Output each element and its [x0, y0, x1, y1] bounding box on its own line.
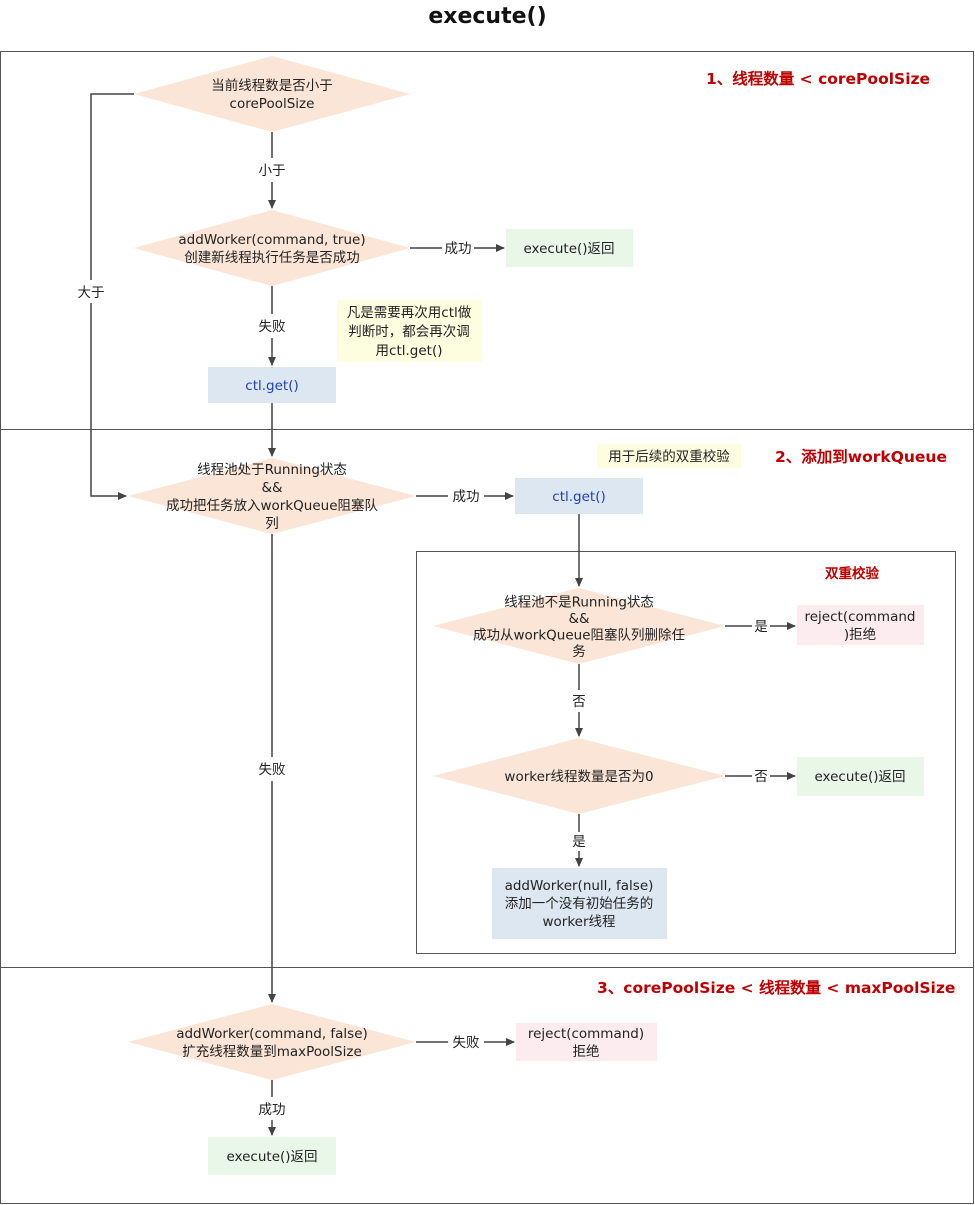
edge-label-greater: 大于: [78, 285, 105, 301]
node-text-r1: execute()返回: [523, 241, 614, 257]
ctl-get-box-1: [208, 367, 336, 403]
node-line: reject(command): [528, 1026, 644, 1042]
node-line: 创建新线程执行任务是否成功: [184, 250, 360, 266]
node-line: addWorker(command, true): [178, 232, 365, 248]
node-line: 成功从workQueue阻塞队列删除任: [473, 626, 685, 643]
node-line: execute()返回: [523, 241, 614, 257]
decision-add-worker-core: [134, 210, 410, 286]
node-line: ctl.get(): [552, 489, 605, 505]
section-3-title: 3、corePoolSize < 线程数量 < maxPoolSize: [597, 978, 955, 997]
node-line: 线程池处于Running状态: [197, 462, 347, 478]
reject-box-1: [797, 605, 924, 645]
edge-label-fail-2: 失败: [259, 762, 286, 778]
edge-label-fail-3: 失败: [453, 1035, 480, 1051]
decision-worker-count-zero: [433, 738, 725, 814]
decision-thread-count-less-than-core: [134, 56, 410, 132]
node-text-rej2: reject(command) 拒绝: [528, 1026, 644, 1060]
section-3-frame: [0, 967, 974, 1204]
node-line: 线程池不是Running状态: [504, 594, 654, 610]
edge-label-yes-2: 是: [572, 834, 586, 850]
node-line: 务: [572, 644, 586, 660]
node-text-rej1: reject(command )拒绝: [805, 609, 916, 643]
node-line: addWorker(command, false): [176, 1026, 368, 1042]
return-box-3: [208, 1137, 336, 1175]
node-text-ctl2: ctl.get(): [552, 489, 605, 505]
edge-label-success-3: 成功: [259, 1102, 286, 1118]
edge-label-success-1: 成功: [445, 241, 472, 257]
node-text-d4: 线程池不是Running状态&&成功从workQueue阻塞队列删除任务: [473, 594, 685, 660]
section-1-frame: [0, 51, 974, 430]
node-line: 成功把任务放入workQueue阻塞队: [166, 497, 379, 514]
node-line: worker线程数量是否为0: [504, 769, 653, 785]
node-line: &&: [261, 480, 283, 496]
node-line: reject(command: [805, 609, 916, 625]
note-ctl-recheck: [337, 300, 482, 362]
return-box-2: [797, 757, 924, 796]
node-line: 当前线程数是否小于: [211, 77, 333, 94]
node-text-r3: execute()返回: [226, 1149, 317, 1165]
node-line: worker线程: [542, 914, 615, 930]
node-line: 扩充线程数量到maxPoolSize: [182, 1044, 362, 1060]
note-double-check: [597, 444, 741, 468]
double-check-title: 双重校验: [825, 565, 879, 582]
node-line: 用ctl.get(): [376, 343, 443, 359]
node-line: execute()返回: [226, 1149, 317, 1165]
ctl-get-box-2: [515, 478, 643, 514]
node-text-note1: 凡是需要再次用ctl做判断时，都会再次调用ctl.get(): [347, 305, 472, 359]
node-line: 用于后续的双重校验: [608, 448, 730, 465]
node-line: &&: [568, 611, 590, 627]
edge-label-no-1: 否: [572, 694, 586, 710]
section-2-frame: [0, 429, 974, 968]
decision-not-running-and-remove: [433, 588, 725, 664]
node-line: 列: [265, 516, 279, 532]
section-2-title: 2、添加到workQueue: [775, 447, 947, 466]
edge-label-success-2: 成功: [453, 489, 480, 505]
edge-label-no-2: 否: [754, 769, 768, 785]
node-line: ctl.get(): [245, 378, 298, 394]
node-line: 添加一个没有初始任务的: [505, 895, 654, 912]
edge-d1-d3-greater-a: [90, 93, 134, 280]
node-text-note2: 用于后续的双重校验: [608, 448, 730, 465]
node-line: 拒绝: [573, 1044, 600, 1060]
double-check-frame: [416, 551, 956, 954]
edge-label-less: 小于: [259, 163, 286, 179]
node-text-d5: worker线程数量是否为0: [504, 769, 653, 785]
node-text-aw: addWorker(null, false)添加一个没有初始任务的 worker线…: [505, 878, 654, 930]
node-line: execute()返回: [814, 769, 905, 785]
node-text-d6: addWorker(command, false) 扩充线程数量到maxPoolS…: [176, 1026, 368, 1060]
edge-label-yes-1: 是: [754, 619, 768, 635]
reject-box-2: [516, 1023, 657, 1061]
decision-running-and-offer: [128, 458, 416, 534]
node-line: )拒绝: [844, 627, 876, 643]
decision-add-worker-max: [128, 1004, 416, 1080]
node-line: corePoolSize: [230, 96, 315, 112]
node-line: addWorker(null, false): [505, 878, 654, 894]
node-text-d2: addWorker(command, true) 创建新线程执行任务是否成功: [178, 232, 365, 266]
add-worker-null-box: [492, 868, 667, 939]
page-title: execute(): [428, 4, 547, 29]
node-text-ctl1: ctl.get(): [245, 378, 298, 394]
node-line: 判断时，都会再次调: [348, 324, 470, 340]
section-1-title: 1、线程数量 < corePoolSize: [706, 69, 930, 88]
node-text-d3: 线程池处于Running状态 &&成功把任务放入workQueue阻塞队列: [166, 462, 379, 532]
return-box-1: [506, 229, 633, 267]
edge-label-fail-1: 失败: [259, 319, 286, 335]
node-text-d1: 当前线程数是否小于 corePoolSize: [211, 77, 333, 112]
edge-d1-d3-greater-b: [90, 303, 127, 500]
node-line: 凡是需要再次用ctl做: [347, 305, 472, 321]
node-text-r2: execute()返回: [814, 769, 905, 785]
